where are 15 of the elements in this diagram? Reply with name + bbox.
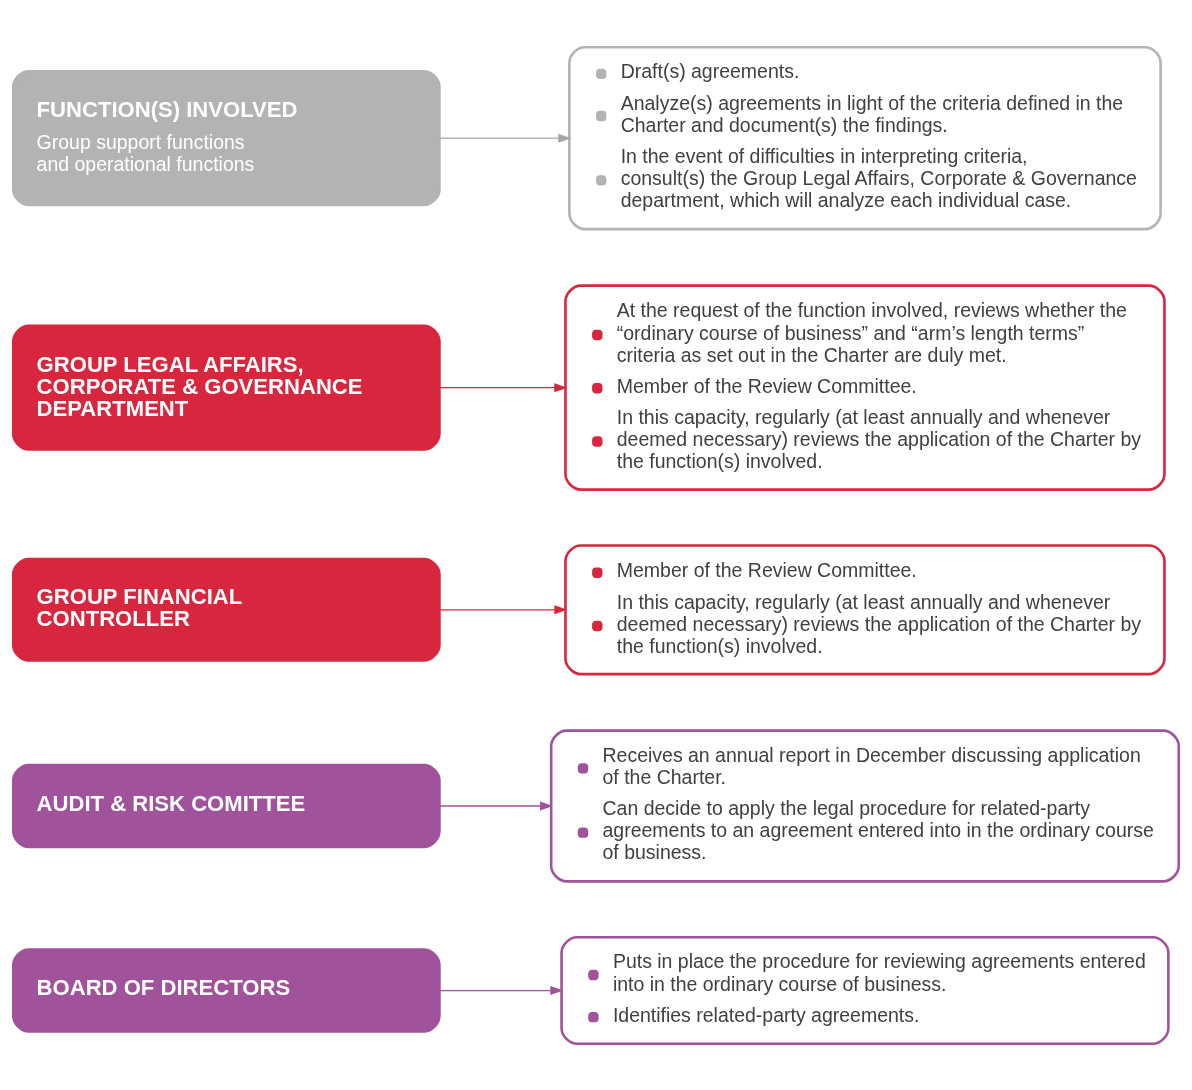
node-box: Member of the Review Committee. In this capacity, regularly (at least annually and whenever deemed necessary) reviews the application of the Charter by the function(s) involved. bbox=[564, 543, 1166, 675]
node-box: Draft(s) agreements. Analyze(s) agreements in light of the criteria defined in the Charter and document(s) the findings. In the event of difficulties in interpreting criteria, consult(s) the Group Legal Affairs, Corporate & Governance department, which will analyze each individual case. bbox=[568, 45, 1162, 230]
arrow bbox=[439, 800, 554, 811]
arrow bbox=[439, 382, 568, 392]
node-box: AUDIT & RISK COMITTEE bbox=[11, 763, 441, 848]
node-box: FUNCTION(S) INVOLVED Group support functions and operational functions bbox=[11, 69, 441, 206]
node-box: Puts in place the procedure for reviewing agreements entered into in the ordinary course of business. Identifies related-party agreements. bbox=[560, 935, 1170, 1045]
arrow bbox=[439, 985, 564, 995]
arrow bbox=[439, 133, 572, 143]
node-box: GROUP FINANCIAL CONTROLLER bbox=[11, 557, 441, 662]
node-box: Receives an annual report in December discussing application of the Charter. Can decide to apply the legal procedure for related-party agreements to an agreement entered into in the ordinary course of business. bbox=[549, 728, 1181, 883]
node-box: At the request of the function involved, reviews whether the “ordinary course of business” and “arm’s length terms” criteria as set out in the Charter are duly met. Member of the Review Committee. In this capacity, regularly (at least annually and whenever deemed necessary) reviews the application of the Charter by the function(s) involved. bbox=[564, 283, 1166, 491]
node-box: GROUP LEGAL AFFAIRS, CORPORATE & GOVERNANCE DEPARTMENT bbox=[11, 324, 441, 451]
node-box: BOARD OF DIRECTORS bbox=[11, 947, 441, 1033]
arrow bbox=[439, 604, 568, 614]
